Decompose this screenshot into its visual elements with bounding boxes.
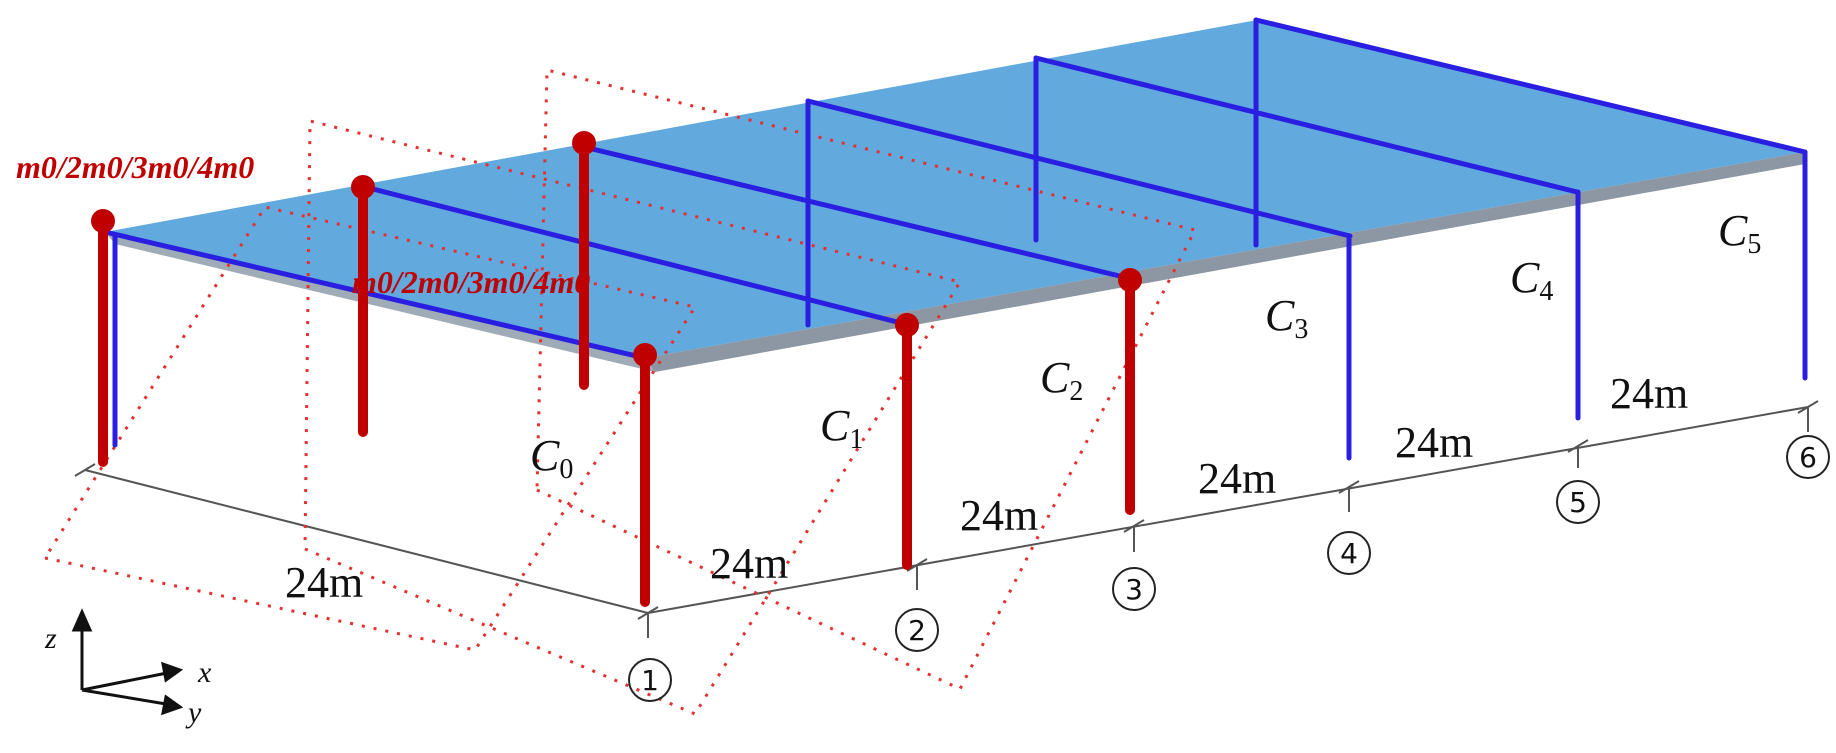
axis-x-arrow <box>161 661 184 683</box>
mass-dots <box>91 131 1142 367</box>
red-columns <box>98 141 1135 607</box>
span-label-1-2: 24m <box>710 539 788 588</box>
grid-marker-2 <box>895 608 939 652</box>
ground-dimension-lines <box>74 400 1819 638</box>
span-label-2-3: 24m <box>960 491 1038 540</box>
frame-label-c1: C1 <box>820 401 863 455</box>
grid-number-5: 5 <box>1569 486 1587 519</box>
grid-number-6: 6 <box>1799 441 1817 474</box>
blue-frames <box>102 17 1808 461</box>
axis-z-arrow <box>71 608 93 632</box>
frame-label-c0: C0 <box>530 431 573 485</box>
axis-y-line <box>81 688 173 707</box>
blue-girder-5 <box>1033 55 1580 195</box>
frame-label-c4: C4 <box>1510 253 1553 307</box>
blue-girder-2 <box>362 184 908 327</box>
grid-marker-5 <box>1556 480 1600 524</box>
section-planes <box>42 68 1198 716</box>
grid-marker-numbers: 1 2 3 4 5 6 <box>641 441 1817 697</box>
grid-markers <box>628 435 1830 702</box>
blue-girder-edge <box>102 229 648 361</box>
span-label-4-5: 24m <box>1395 418 1473 467</box>
blue-girder-4 <box>805 98 1353 239</box>
roof-edge-left <box>105 232 655 372</box>
grid-number-4: 4 <box>1340 537 1358 570</box>
mass-dot-c0 <box>633 343 657 367</box>
mass-dot-back-left <box>572 131 596 155</box>
mass-dot-c2 <box>1118 268 1142 292</box>
blue-girder-6 <box>1253 17 1808 155</box>
mass-dot-mid-left <box>351 175 375 199</box>
roof-edge-front <box>645 152 1805 372</box>
span-label-5-6: 24m <box>1610 369 1688 418</box>
grid-marker-4 <box>1327 531 1371 575</box>
mass-label-mid: m0/2m0/3m0/4m0 <box>352 264 590 300</box>
axis-triad <box>71 608 184 716</box>
mass-label-top: m0/2m0/3m0/4m0 <box>16 149 254 185</box>
frame-label-c5: C5 <box>1718 206 1761 260</box>
mass-dot-c1 <box>895 313 919 337</box>
axis-y-arrow <box>161 694 184 716</box>
grid-number-3: 3 <box>1125 573 1143 606</box>
frame-label-c2: C2 <box>1040 353 1083 407</box>
axis-label-z: z <box>44 622 57 655</box>
grid-marker-6 <box>1786 435 1830 479</box>
roof-slab <box>105 20 1805 358</box>
frame-label-c3: C3 <box>1265 291 1308 345</box>
section-plane-2 <box>303 119 963 716</box>
axis-label-x: x <box>197 656 212 689</box>
grid-number-1: 1 <box>641 664 659 697</box>
axis-x-line <box>81 670 173 692</box>
axis-label-y: y <box>185 696 202 729</box>
span-label-y: 24m <box>285 558 363 607</box>
grid-number-2: 2 <box>908 614 926 647</box>
blue-girder-3 <box>577 143 1135 282</box>
section-plane-3 <box>535 68 1198 691</box>
span-label-3-4: 24m <box>1198 454 1276 503</box>
grid-marker-1 <box>628 658 672 702</box>
mass-dot-front-left <box>91 209 115 233</box>
grid-marker-3 <box>1112 567 1156 611</box>
